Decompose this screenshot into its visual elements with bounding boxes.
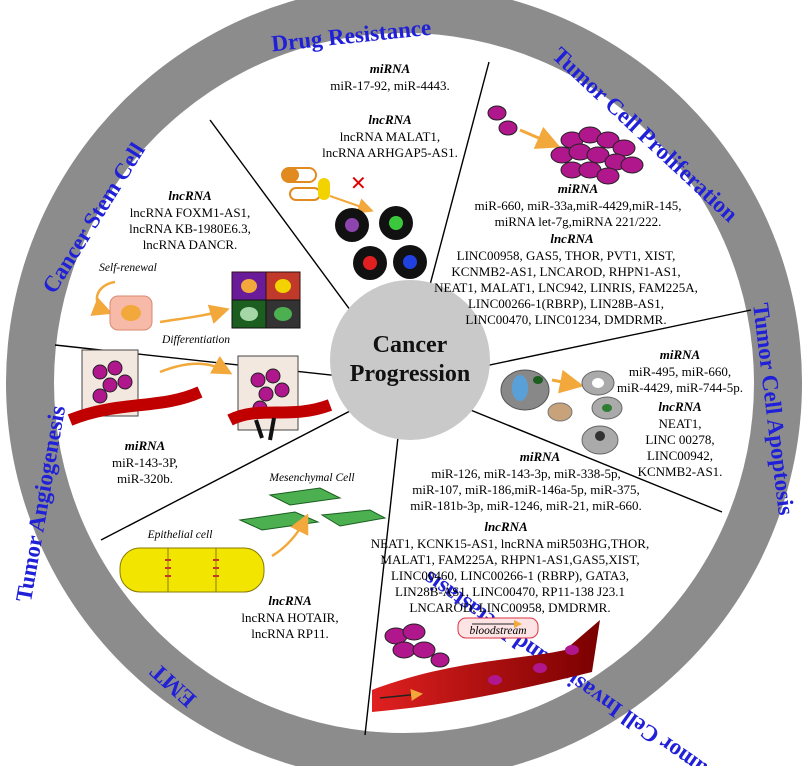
inv-lncrna-line-3: LINC00460, LINC00266-1 (RBRP), GATA3, <box>391 568 629 583</box>
drug-lncrna-heading: lncRNA <box>368 112 412 127</box>
prolif-mirna-line-2: miRNA let-7g,miRNA 221/222. <box>495 214 662 229</box>
inv-lncrna-line-5: LNCAROD, LINC00958, DMDRMR. <box>409 600 610 615</box>
stem-lncrna-line-1: lncRNA FOXM1-AS1, <box>130 205 251 220</box>
angiogenesis-illustration <box>67 349 333 441</box>
inv-lncrna-line-1: NEAT1, KCNK15-AS1, lncRNA miR503HG,THOR, <box>371 536 649 551</box>
center-title-line2: Progression <box>350 361 470 387</box>
inv-lncrna-line-4: LIN28B-AS1, LINC00470, RP11-138 J23.1 <box>395 584 625 599</box>
apop-mirna-line-2: miR-4429, miR-744-5p. <box>617 380 743 395</box>
drug-mirna-heading: miRNA <box>370 61 411 76</box>
svg-text:✕: ✕ <box>350 171 367 195</box>
bloodstream-illustration <box>372 617 600 712</box>
stem-lncrna-line-3: lncRNA DANCR. <box>143 237 238 252</box>
drug-lncrna-line-1: lncRNA MALAT1, <box>340 129 440 144</box>
prolif-lncrna-line-4: LINC00266-1(RBRP), LIN28B-AS1, <box>468 296 664 311</box>
epithelial-cells-illustration <box>119 513 309 593</box>
apop-lncrna-line-2: LINC 00278, <box>645 432 714 447</box>
prolif-mirna-line-1: miR-660, miR-33a,miR-4429,miR-145, <box>475 198 682 213</box>
emt-lncrna-heading: lncRNA <box>268 593 312 608</box>
drug-mirna-line-1: miR-17-92, miR-4443. <box>330 78 450 93</box>
inv-lncrna-heading: lncRNA <box>484 519 528 534</box>
angio-mirna-line-1: miR-143-3P, <box>112 455 178 470</box>
stem-cell-illustration <box>90 271 301 331</box>
emt-lncrna-line-1: lncRNA HOTAIR, <box>241 610 338 625</box>
bloodstream-label: bloodstream <box>469 625 526 637</box>
apop-lncrna-line-3: LINC00942, <box>647 448 713 463</box>
resistant-cells-illustration <box>335 206 427 280</box>
mesenchymal-label: Mesenchymal Cell <box>268 472 354 484</box>
angio-mirna-heading: miRNA <box>125 438 166 453</box>
stem-lncrna-line-2: lncRNA KB-1980E6.3, <box>129 221 251 236</box>
inv-mirna-line-2: miR-107, miR-186,miR-146a-5p, miR-375, <box>412 482 640 497</box>
inv-mirna-line-3: miR-181b-3p, miR-1246, miR-21, miR-660. <box>410 498 641 513</box>
apop-mirna-line-1: miR-495, miR-660, <box>629 364 731 379</box>
stem-lncrna-heading: lncRNA <box>168 188 212 203</box>
angio-mirna-line-2: miR-320b. <box>117 471 173 486</box>
center-circle <box>330 280 490 440</box>
prolif-mirna-heading: miRNA <box>558 181 599 196</box>
differentiation-label: Differentiation <box>161 334 230 346</box>
apop-lncrna-line-1: NEAT1, <box>659 416 702 431</box>
apop-lncrna-heading: lncRNA <box>658 399 702 414</box>
prolif-lncrna-heading: lncRNA <box>550 231 594 246</box>
center-title-line1: Cancer <box>373 332 448 358</box>
apoptosis-cells-illustration <box>500 369 623 455</box>
apop-mirna-heading: miRNA <box>660 347 701 362</box>
drug-lncrna-line-2: lncRNA ARHGAP5-AS1. <box>322 145 458 160</box>
prolif-lncrna-line-2: KCNMB2-AS1, LNCAROD, RHPN1-AS1, <box>451 264 680 279</box>
inv-mirna-line-1: miR-126, miR-143-3p, miR-338-5p, <box>431 466 621 481</box>
epithelial-label: Epithelial cell <box>147 529 213 541</box>
prolif-lncrna-line-3: NEAT1, MALAT1, LNC942, LINRIS, FAM225A, <box>434 280 698 295</box>
proliferation-cells-illustration <box>487 105 644 185</box>
apop-lncrna-line-4: KCNMB2-AS1. <box>638 464 723 479</box>
inv-mirna-heading: miRNA <box>520 449 561 464</box>
prolif-lncrna-line-5: LINC00470, LINC01234, DMDRMR. <box>465 312 666 327</box>
drug-pills-illustration: ✕ <box>281 167 374 214</box>
emt-lncrna-line-2: lncRNA RP11. <box>251 626 329 641</box>
self-renewal-label: Self-renewal <box>99 262 157 274</box>
prolif-lncrna-line-1: LINC00958, GAS5, THOR, PVT1, XIST, <box>457 248 676 263</box>
inv-lncrna-line-2: MALAT1, FAM225A, RHPN1-AS1,GAS5,XIST, <box>380 552 639 567</box>
